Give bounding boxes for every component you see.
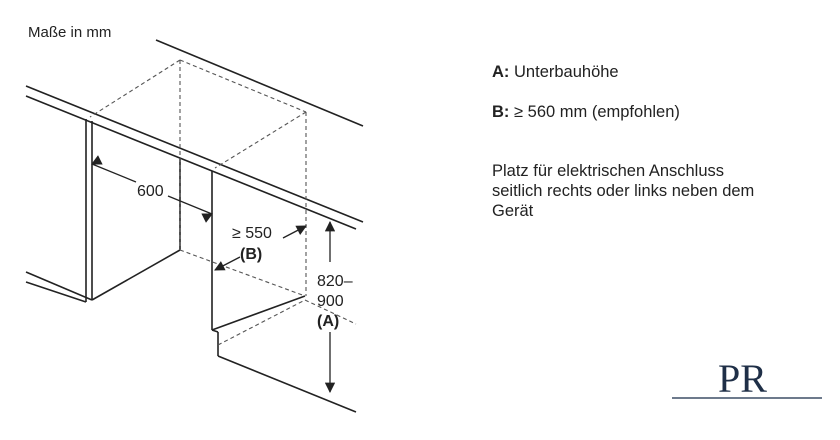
connection-note: Platz für elektrischen Anschluss seitlic… — [492, 161, 812, 221]
height-label-line1: 820– — [317, 273, 353, 290]
note-line: Platz für elektrischen Anschluss — [492, 162, 725, 180]
height-key-label: (A) — [317, 313, 339, 330]
countertop — [25, 39, 364, 230]
width-label: 600 — [137, 183, 164, 200]
pr-logo: PR — [672, 356, 822, 401]
note-line: seitlich rechts oder links neben dem — [492, 182, 755, 200]
legend-text: Unterbauhöhe — [514, 63, 619, 81]
legend-item-a: A: Unterbauhöhe — [492, 62, 812, 82]
legend-item-b: B: ≥ 560 mm (empfohlen) — [492, 102, 812, 122]
depth-key-label: (B) — [240, 246, 262, 263]
legend: A: Unterbauhöhe B: ≥ 560 mm (empfohlen) — [492, 62, 812, 142]
legend-key: B: — [492, 103, 510, 121]
left-cabinet — [25, 119, 181, 303]
depth-value-label: ≥ 550 — [232, 225, 272, 242]
legend-text: ≥ 560 mm (empfohlen) — [514, 103, 680, 121]
note-line: Gerät — [492, 202, 534, 220]
svg-text:PR: PR — [718, 356, 767, 401]
width-dimension — [91, 155, 213, 223]
niche-outline — [89, 59, 357, 346]
units-label: Maße in mm — [28, 24, 112, 41]
depth-dimension — [214, 225, 307, 271]
legend-key: A: — [492, 63, 510, 81]
height-label-line2: 900 — [317, 293, 344, 310]
